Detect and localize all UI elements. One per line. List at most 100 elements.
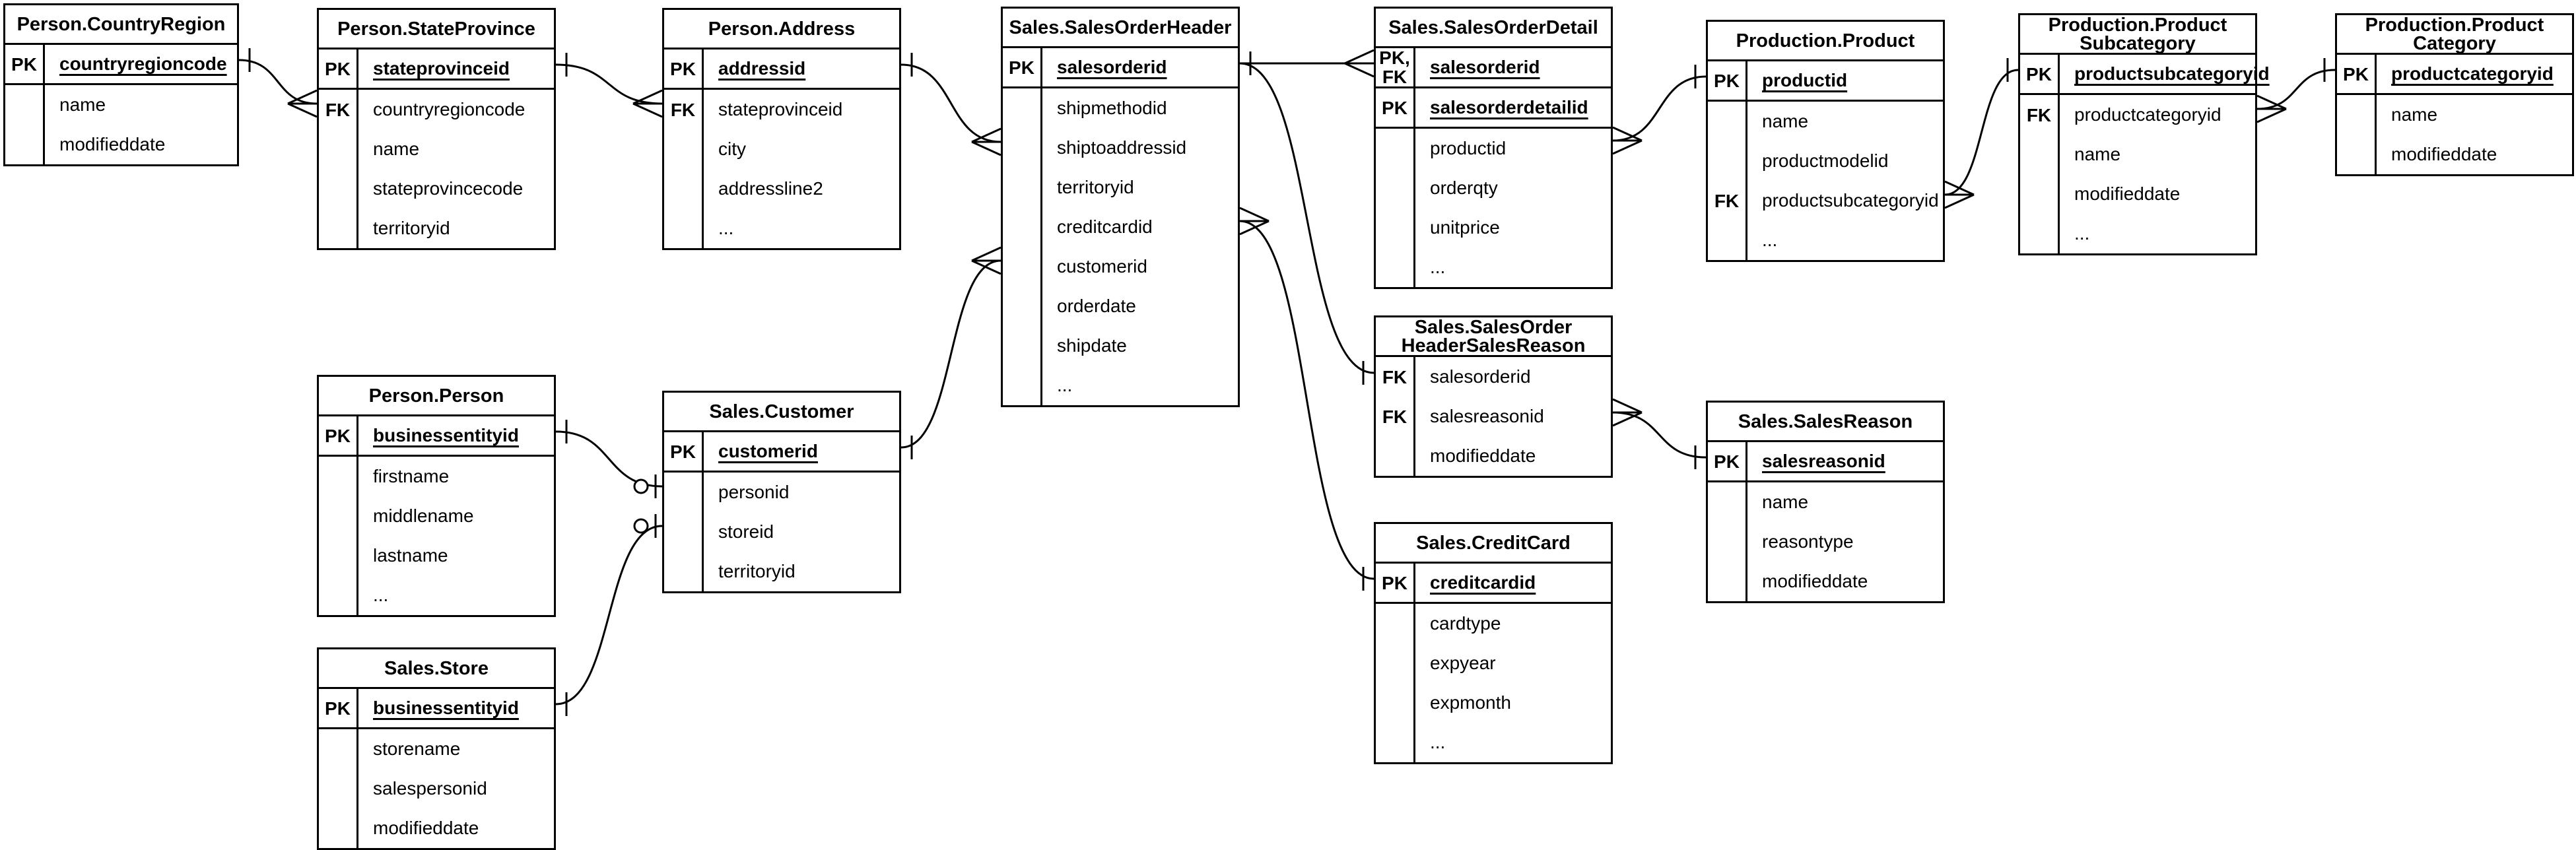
key-label [319,575,358,615]
key-label [319,457,358,496]
field-row: territoryid [1003,168,1238,207]
field-row: storename [319,729,554,769]
field-name: productid [1430,138,1507,158]
field-row: city [664,129,899,169]
key-label [1003,286,1042,326]
connector-address-to-salesorderheader-crowsfoot [971,127,1001,143]
key-label [1376,436,1415,476]
key-label [319,729,358,769]
connector-address-to-salesorderheader-crowsfoot [971,141,1001,156]
connector-countryregion-to-stateprovince-crowsfoot [287,102,318,118]
field-row: ... [1376,247,1611,287]
field-row: name [2337,95,2572,135]
field-name: territoryid [718,561,796,581]
key-label [2337,95,2377,135]
field-name: city [718,139,746,159]
key-label [1376,683,1415,723]
key-label [319,169,358,209]
connector-countryregion-to-stateprovince [238,59,318,105]
field-name: productid [1762,70,1848,90]
key-label: PK [2337,55,2377,93]
field-row: orderqty [1376,168,1611,208]
field-name: productsubcategoryid [2074,63,2270,84]
field-name: name [1762,111,1809,131]
field-row: orderdate [1003,286,1238,326]
field-row: modifieddate [2337,135,2572,174]
field-name: shipmethodid [1057,98,1167,118]
table-title: Sales.CreditCard [1376,524,1611,564]
connector-productsubcategory-to-productcategory-crowsfoot [2256,94,2287,110]
field-name: ... [2074,223,2090,244]
field-row: ... [319,575,554,615]
key-label [319,536,358,575]
field-name: shiptoaddressid [1057,137,1187,158]
connector-customer-to-salesorderheader [900,259,1001,449]
field-row: stateprovincecode [319,169,554,209]
field-name: firstname [373,466,450,486]
key-label: PK [1708,61,1747,100]
field-name: productmodelid [1762,150,1889,171]
field-name: ... [1762,230,1778,250]
field-name: stateprovinceid [718,99,843,119]
key-label [1708,522,1747,562]
key-label: PK [664,432,704,471]
field-name: expyear [1430,653,1496,673]
key-label: FK [1376,357,1415,397]
field-row: creditcardid [1003,207,1238,247]
field-row: unitprice [1376,208,1611,247]
connector-salesorderdetail-to-product-crowsfoot [1612,139,1643,155]
field-name: name [59,94,106,115]
field-name: stateprovinceid [373,58,510,79]
table-title: Sales.SalesReason [1708,403,1943,442]
connector-store-to-customer-zero-circle [633,518,649,534]
field-name: countryregioncode [59,53,227,74]
field-row: name [2020,135,2255,174]
field-name: modifieddate [1430,445,1536,466]
key-label [1003,88,1042,128]
key-label: PK [319,416,358,455]
key-label [1003,207,1042,247]
field-row: name [1708,102,1943,141]
key-label [1708,102,1747,141]
key-label [1708,562,1747,601]
connector-product-to-productsubcategory-crowsfoot [1944,193,1975,209]
key-label: PK [1003,48,1042,86]
field-name: ... [373,585,389,605]
field-row: personid [664,473,899,512]
field-row: customerid [1003,247,1238,286]
field-row: modifieddate [5,125,237,164]
field-row: addressline2 [664,169,899,209]
connector-address-to-salesorderheader [900,63,1001,143]
key-label [664,209,704,248]
connector-creditcard-to-salesorderheader-crowsfoot [1239,220,1270,236]
key-label [2020,214,2060,253]
key-label: PK [1376,564,1415,602]
field-name: modifieddate [59,134,166,154]
field-row: salespersonid [319,769,554,808]
field-row: ... [1708,220,1943,260]
field-row: shiptoaddressid [1003,128,1238,168]
connector-customer-to-salesorderheader-crowsfoot [971,259,1001,275]
table-title: Production.Product [1708,22,1943,61]
key-label [319,129,358,169]
field-name: businessentityid [373,698,519,718]
connector-headersalesreason-to-salesreason [1612,411,1707,459]
table-title: Sales.SalesOrderDetail [1376,9,1611,48]
field-name: personid [718,482,790,502]
field-name: productsubcategoryid [1762,190,1939,211]
field-row: expyear [1376,643,1611,683]
key-label: FK [664,90,704,129]
